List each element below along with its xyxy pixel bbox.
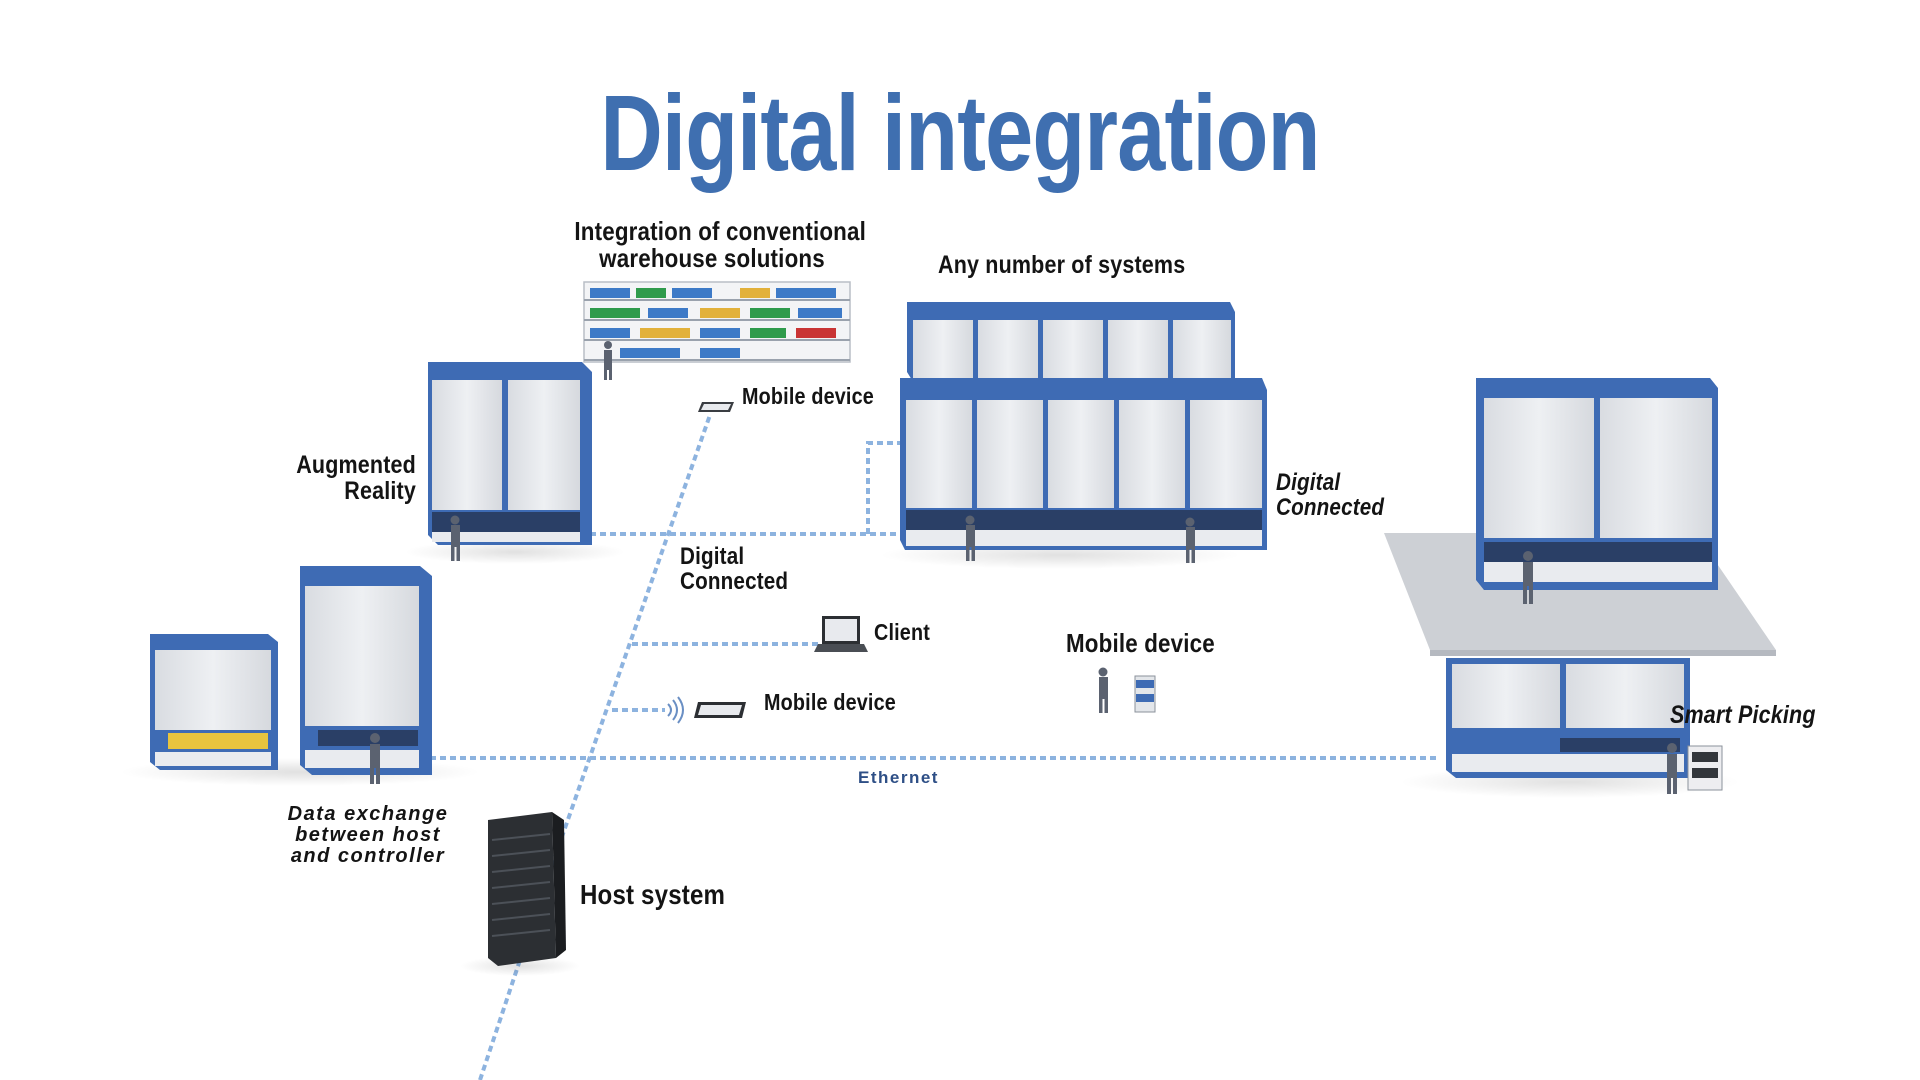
worker-figures	[370, 341, 1677, 794]
right-platform-machine	[1384, 378, 1776, 798]
worker-figure	[450, 515, 460, 561]
wifi-signal-icon	[667, 696, 684, 724]
front-row-machines	[880, 378, 1267, 569]
mobile-device-mid-label: Mobile device	[764, 689, 896, 715]
label-line: Digital	[1276, 469, 1341, 496]
digital-connected-link	[866, 441, 905, 534]
left-tower-machines	[120, 566, 480, 786]
label-line: Connected	[680, 568, 789, 596]
network-lines	[300, 414, 1440, 1080]
worker-figure	[370, 733, 380, 784]
data-exchange-label: Data exchange between host and controlle…	[228, 804, 508, 867]
digital-connected-right-label: Digital Connected	[1276, 469, 1385, 522]
mobile-device-right-label: Mobile device	[1066, 628, 1215, 658]
label-line: Augmented	[296, 451, 416, 479]
laptop-icon	[814, 616, 868, 652]
label-line: between host	[295, 824, 441, 846]
host-system-label: Host system	[580, 879, 726, 910]
label-line: Digital	[680, 543, 745, 570]
worker-figure	[604, 341, 612, 380]
smart-picking-label: Smart Picking	[1670, 701, 1816, 729]
label-line: and controller	[290, 845, 446, 867]
worker-figure	[1523, 551, 1533, 604]
client-label: Client	[874, 619, 930, 645]
worker-figure	[965, 515, 975, 561]
worker-figure	[1098, 667, 1108, 713]
label-line: Data exchange	[287, 803, 449, 825]
label-line: Reality	[344, 477, 416, 506]
label-line: Connected	[1276, 494, 1385, 522]
conventional-solutions-label: Integration of conventional warehouse so…	[574, 216, 867, 274]
mobile-device-top-label: Mobile device	[742, 383, 874, 409]
ar-tower-machine	[405, 362, 625, 564]
augmented-reality-label: Augmented Reality	[265, 452, 416, 505]
tablet-icon	[698, 402, 734, 412]
label-line: warehouse solutions	[599, 243, 825, 274]
worker-figure	[1185, 517, 1195, 563]
picking-cart	[1134, 675, 1156, 713]
picking-cart	[1687, 745, 1723, 791]
back-row-machines	[907, 302, 1235, 380]
main-trunk-line	[543, 414, 712, 886]
label-line: Integration of conventional	[574, 216, 867, 246]
tablet-icon-mid	[694, 702, 746, 718]
page-title: Digital integration	[600, 72, 1320, 193]
digital-connected-center-label: Digital Connected	[680, 543, 789, 596]
any-number-systems-label: Any number of systems	[938, 251, 1186, 279]
host-uplink-line	[478, 959, 522, 1080]
server-rack	[460, 812, 580, 976]
ethernet-label: Ethernet	[858, 768, 939, 787]
shelving-rack	[583, 281, 851, 363]
worker-figure	[1667, 743, 1677, 794]
